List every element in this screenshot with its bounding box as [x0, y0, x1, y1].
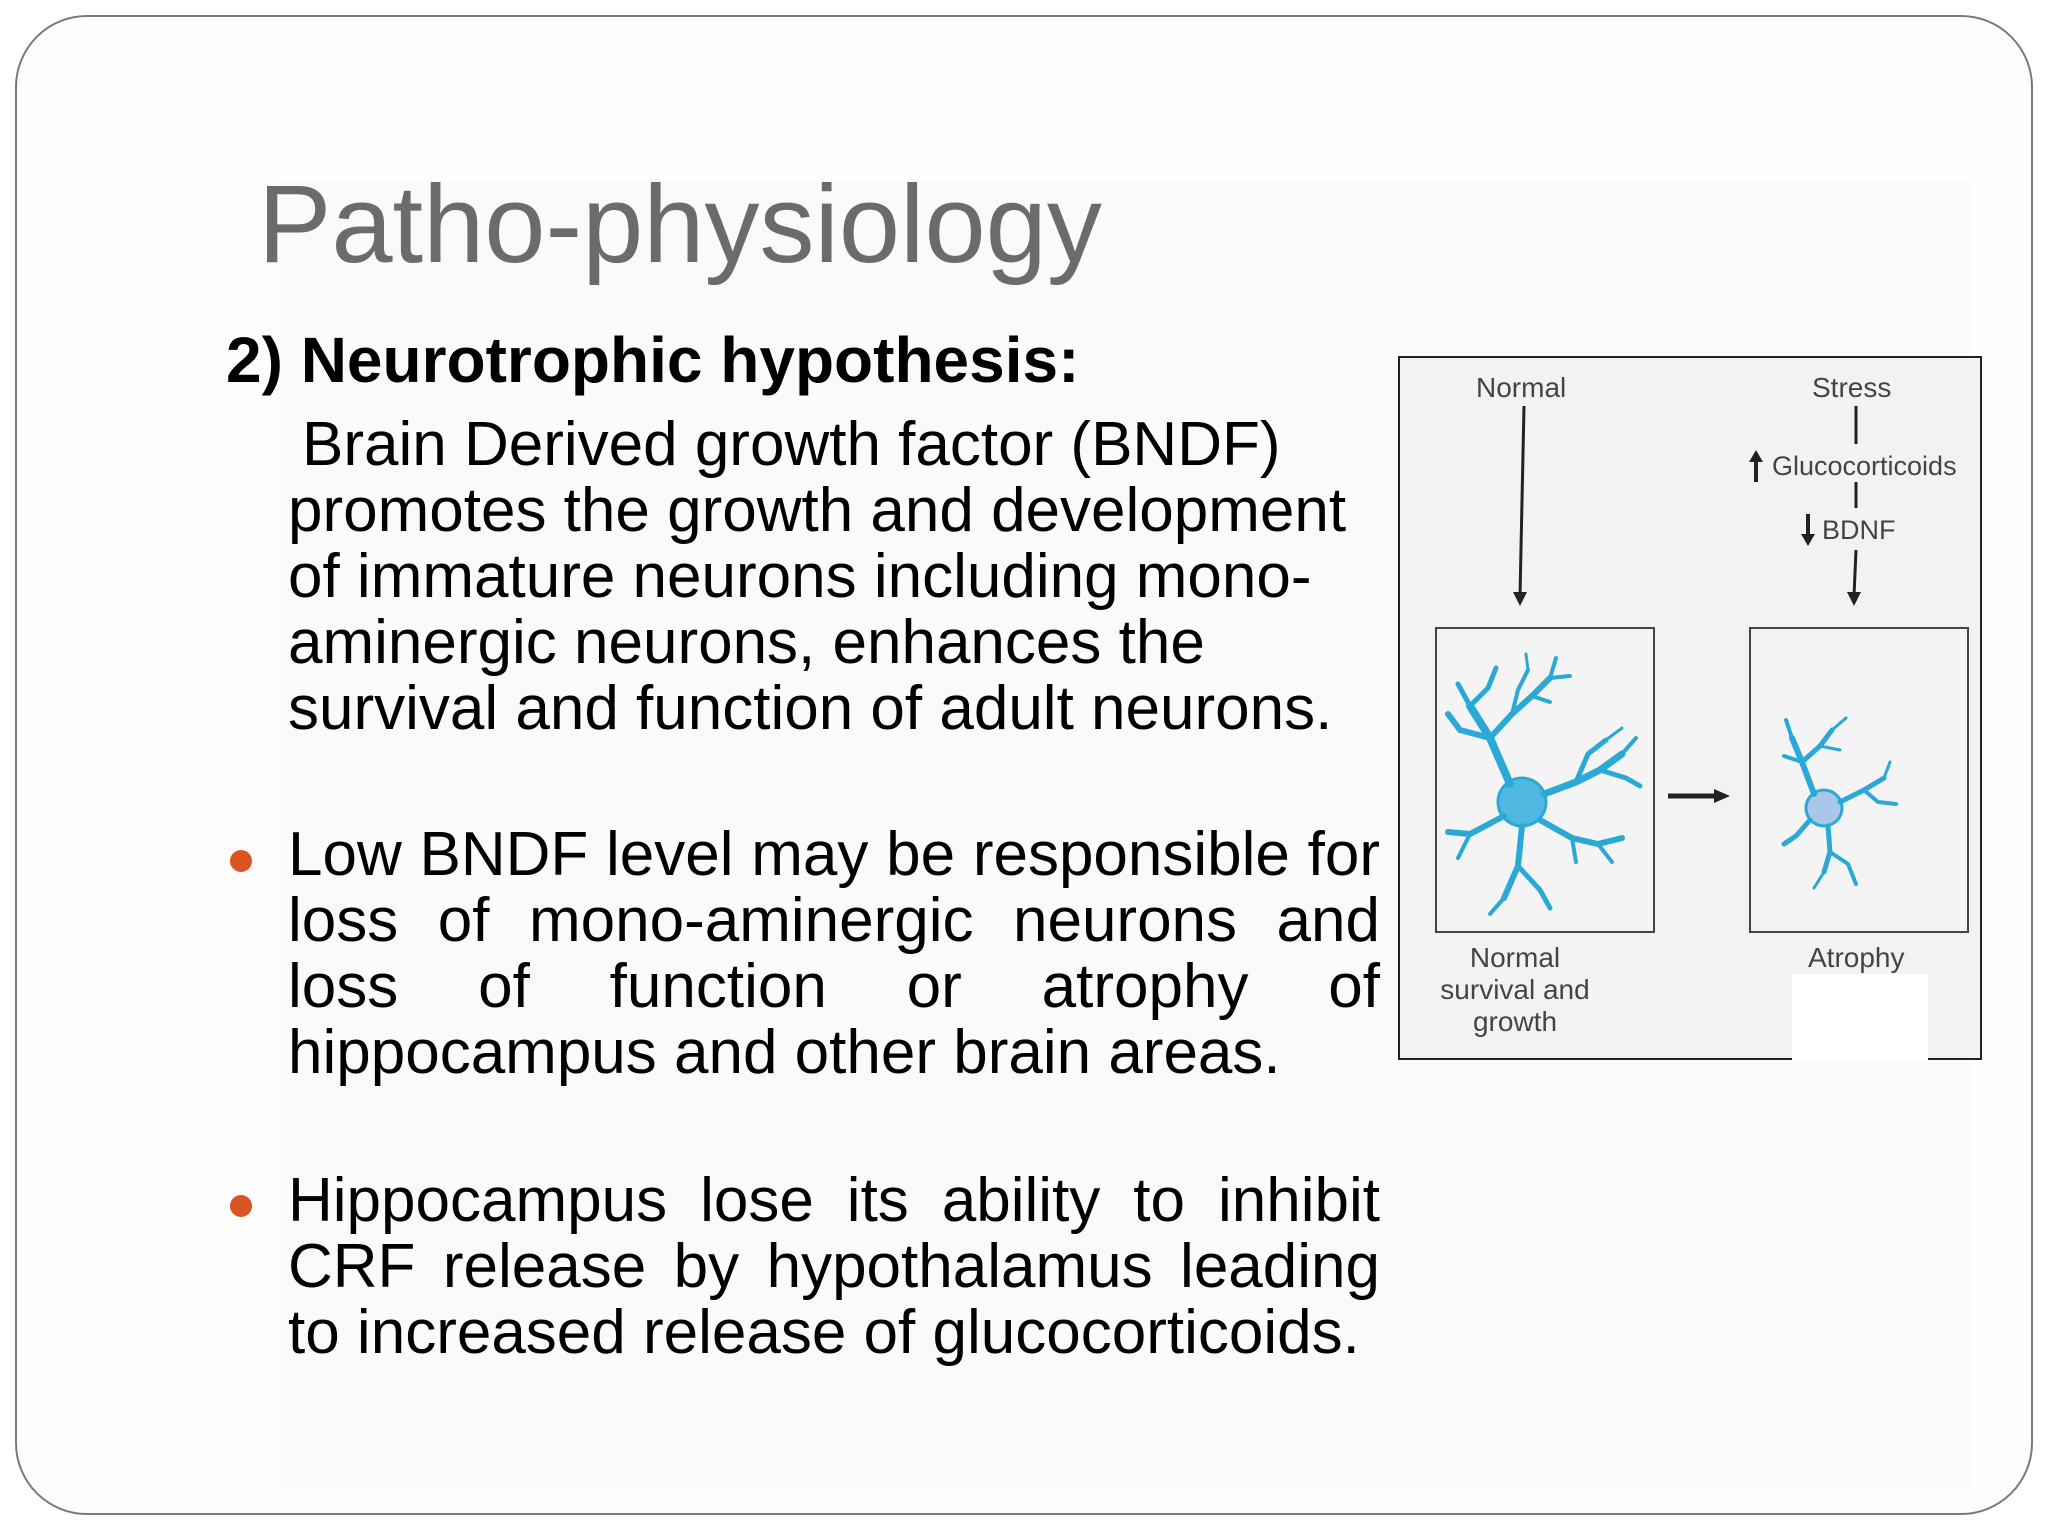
bullet-item-hippocampus: Hippocampus lose its ability to inhibit … — [288, 1166, 1380, 1367]
neurotrophic-figure: Normal Stress Glucocorticoids BDNF Norma… — [1398, 356, 1982, 1060]
normal-neuron-box — [1435, 627, 1655, 933]
up-arrow-icon — [1749, 450, 1763, 482]
figure-label-bdnf: BDNF — [1822, 515, 1896, 545]
intro-paragraph: Brain Derived growth factor (BNDF) promo… — [288, 410, 1347, 743]
bullet-dot-icon — [230, 850, 252, 872]
figure-label-normal-outcome: Normal survival and growth — [1440, 942, 1590, 1037]
healthy-neuron-illustration — [1445, 652, 1643, 916]
bullet-dot-icon — [230, 1195, 252, 1217]
down-arrow-icon — [1801, 514, 1815, 546]
atrophied-neuron-illustration — [1781, 716, 1898, 890]
atrophy-neuron-box — [1749, 627, 1969, 933]
figure-label-normal: Normal — [1476, 372, 1567, 403]
bullet-item-low-bndf: Low BNDF level may be responsible for lo… — [288, 820, 1380, 1087]
figure-label-glucocorticoids: Glucocorticoids — [1772, 451, 1957, 481]
figure-diagram — [1435, 405, 1969, 933]
right-arrow-icon — [1668, 789, 1730, 803]
section-heading: 2) Neurotrophic hypothesis: — [226, 324, 1080, 396]
figure-label-stress: Stress — [1812, 372, 1892, 403]
stress-pathway-arrow — [1847, 406, 1861, 606]
figure-white-patch — [1792, 974, 1928, 1060]
normal-pathway-arrow — [1513, 405, 1527, 606]
figure-label-atrophy: Atrophy — [1808, 942, 1905, 973]
slide-title: Patho-physiology — [258, 163, 1102, 286]
